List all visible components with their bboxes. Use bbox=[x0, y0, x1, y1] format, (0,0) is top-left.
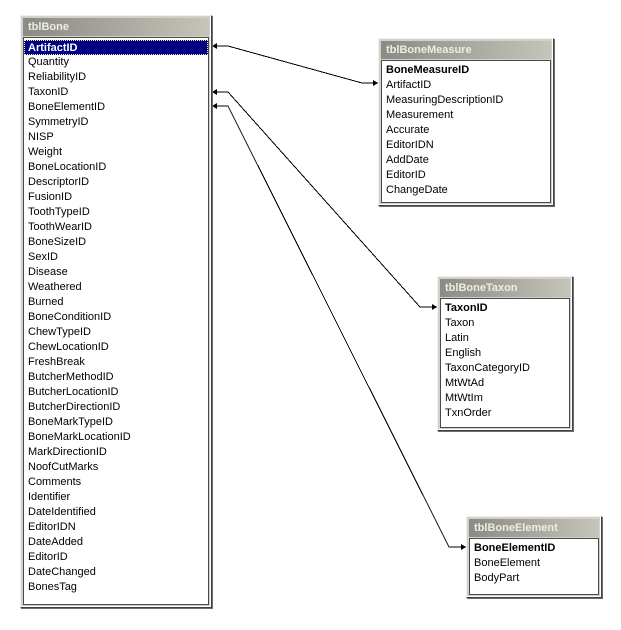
field-row-tblBone-ToothWearID[interactable]: ToothWearID bbox=[28, 221, 92, 233]
field-row-tblBoneMeasure-ArtifactID[interactable]: ArtifactID bbox=[386, 79, 432, 91]
field-row-tblBoneTaxon-Taxon[interactable]: Taxon bbox=[445, 317, 475, 329]
field-row-tblBone-ToothTypeID[interactable]: ToothTypeID bbox=[28, 206, 90, 218]
field-list-tblBoneMeasure: BoneMeasureID ArtifactID MeasuringDescript… bbox=[381, 60, 551, 203]
field-row-tblBone-NoofCutMarks[interactable]: NoofCutMarks bbox=[28, 461, 99, 473]
field-row-tblBone-DateAdded[interactable]: DateAdded bbox=[28, 536, 84, 548]
field-row-tblBone-Disease[interactable]: Disease bbox=[28, 266, 68, 278]
field-row-tblBone-BoneConditionID[interactable]: BoneConditionID bbox=[28, 311, 112, 323]
field-row-tblBone-BoneMarkTypeID[interactable]: BoneMarkTypeID bbox=[28, 416, 113, 428]
field-row-tblBone-Quantity[interactable]: Quantity bbox=[28, 56, 69, 68]
field-row-tblBoneMeasure-ChangeDate[interactable]: ChangeDate bbox=[386, 184, 448, 196]
field-row-tblBone-Burned[interactable]: Burned bbox=[28, 296, 64, 308]
field-row-tblBoneElement-BoneElementID[interactable]: BoneElementID bbox=[474, 542, 556, 554]
field-row-tblBoneMeasure-EditorIDN[interactable]: EditorIDN bbox=[386, 139, 434, 151]
field-row-tblBone-ButcherLocationID[interactable]: ButcherLocationID bbox=[28, 386, 119, 398]
field-row-tblBone-EditorIDN[interactable]: EditorIDN bbox=[28, 521, 76, 533]
field-row-tblBone-ChewTypeID[interactable]: ChewTypeID bbox=[28, 326, 91, 338]
field-row-tblBone-Weight[interactable]: Weight bbox=[28, 146, 63, 158]
field-row-tblBone-BonesTag[interactable]: BonesTag bbox=[28, 581, 77, 593]
field-row-tblBone-SymmetryID[interactable]: SymmetryID bbox=[28, 116, 89, 128]
field-row-tblBoneTaxon-TxnOrder[interactable]: TxnOrder bbox=[445, 407, 492, 419]
table-title-tblBoneTaxon[interactable]: tblBoneTaxon bbox=[440, 279, 570, 297]
field-row-tblBone-TaxonID[interactable]: TaxonID bbox=[28, 86, 69, 98]
field-row-tblBone-BoneMarkLocationID[interactable]: BoneMarkLocationID bbox=[28, 431, 131, 443]
field-row-tblBone-DateChanged[interactable]: DateChanged bbox=[28, 566, 96, 578]
field-row-tblBone-MarkDirectionID[interactable]: MarkDirectionID bbox=[28, 446, 107, 458]
field-row-tblBoneElement-BodyPart[interactable]: BodyPart bbox=[474, 572, 520, 584]
field-row-tblBone-ButcherMethodID[interactable]: ButcherMethodID bbox=[28, 371, 114, 383]
field-row-tblBone-NISP[interactable]: NISP bbox=[28, 131, 54, 143]
field-row-tblBone-BoneSizeID[interactable]: BoneSizeID bbox=[28, 236, 87, 248]
field-row-tblBone-ArtifactID[interactable]: ArtifactID bbox=[24, 40, 208, 55]
field-row-tblBoneTaxon-English[interactable]: English bbox=[445, 347, 482, 359]
field-row-tblBone-ReliabilityID[interactable]: ReliabilityID bbox=[28, 71, 87, 83]
field-row-tblBoneTaxon-Latin[interactable]: Latin bbox=[445, 332, 469, 344]
field-row-tblBoneMeasure-Measurement[interactable]: Measurement bbox=[386, 109, 454, 121]
field-row-tblBoneTaxon-TaxonCategoryID[interactable]: TaxonCategoryID bbox=[445, 362, 530, 374]
table-title-tblBone[interactable]: tblBone bbox=[23, 18, 209, 36]
field-row-tblBone-EditorID[interactable]: EditorID bbox=[28, 551, 68, 563]
field-row-tblBoneElement-BoneElement[interactable]: BoneElement bbox=[474, 557, 541, 569]
field-row-tblBone-ChewLocationID[interactable]: ChewLocationID bbox=[28, 341, 109, 353]
field-row-tblBoneMeasure-BoneMeasureID[interactable]: BoneMeasureID bbox=[386, 64, 470, 76]
field-row-tblBoneTaxon-TaxonID[interactable]: TaxonID bbox=[445, 302, 488, 314]
field-row-tblBone-BoneLocationID[interactable]: BoneLocationID bbox=[28, 161, 107, 173]
table-title-tblBoneMeasure[interactable]: tblBoneMeasure bbox=[381, 41, 551, 59]
field-row-tblBone-Comments[interactable]: Comments bbox=[28, 476, 82, 488]
field-row-tblBoneTaxon-MtWtAd[interactable]: MtWtAd bbox=[445, 377, 485, 389]
field-row-tblBone-FreshBreak[interactable]: FreshBreak bbox=[28, 356, 85, 368]
field-row-tblBone-FusionID[interactable]: FusionID bbox=[28, 191, 73, 203]
field-row-tblBoneMeasure-EditorID[interactable]: EditorID bbox=[386, 169, 426, 181]
field-row-tblBone-SexID[interactable]: SexID bbox=[28, 251, 58, 263]
field-row-tblBone-Identifier[interactable]: Identifier bbox=[28, 491, 71, 503]
table-title-tblBoneElement[interactable]: tblBoneElement bbox=[469, 519, 599, 537]
field-row-tblBone-BoneElementID[interactable]: BoneElementID bbox=[28, 101, 106, 113]
field-row-tblBone-DateIdentified[interactable]: DateIdentified bbox=[28, 506, 96, 518]
field-row-tblBoneMeasure-Accurate[interactable]: Accurate bbox=[386, 124, 430, 136]
field-row-tblBoneMeasure-AddDate[interactable]: AddDate bbox=[386, 154, 429, 166]
field-row-tblBone-Weathered[interactable]: Weathered bbox=[28, 281, 82, 293]
field-row-tblBone-ButcherDirectionID[interactable]: ButcherDirectionID bbox=[28, 401, 121, 413]
field-row-tblBone-DescriptorID[interactable]: DescriptorID bbox=[28, 176, 90, 188]
relationship-tblBone.ArtifactID-to-tblBoneMeasure.ArtifactID[interactable] bbox=[212, 43, 378, 86]
field-row-tblBoneTaxon-MtWtIm[interactable]: MtWtIm bbox=[445, 392, 483, 404]
field-row-tblBoneMeasure-MeasuringDescriptionID[interactable]: MeasuringDescriptionID bbox=[386, 94, 504, 106]
